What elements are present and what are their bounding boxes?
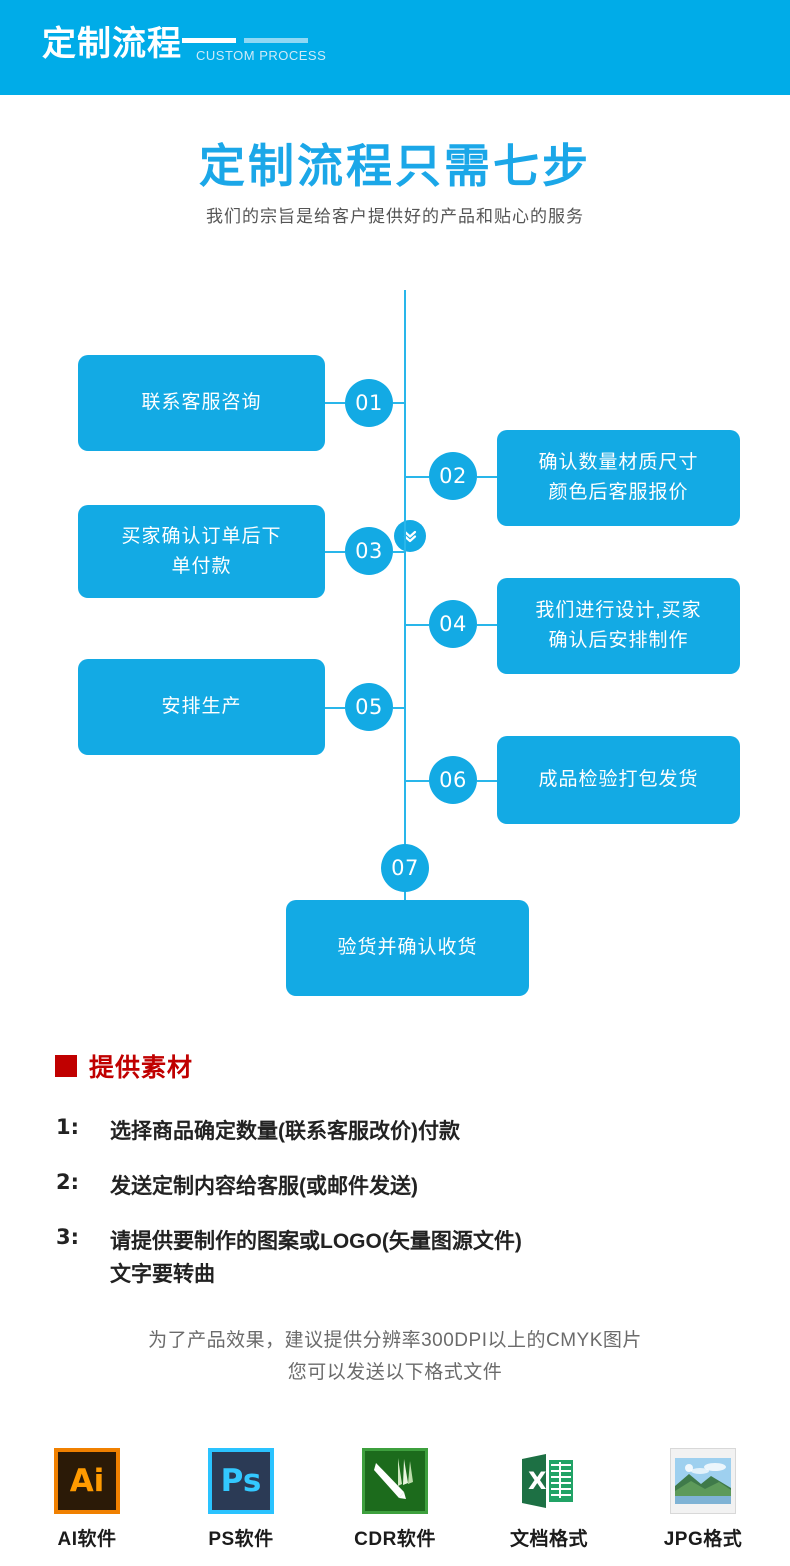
flow-step-box-06: 成品检验打包发货 <box>497 736 740 824</box>
materials-note: 为了产品效果，建议提供分辨率300DPI以上的CMYK图片 您可以发送以下格式文… <box>0 1325 790 1389</box>
svg-text:X: X <box>528 1467 547 1495</box>
page-header-bar: 定制流程 CUSTOM PROCESS <box>0 0 790 95</box>
dash-white <box>182 38 236 43</box>
material-item-text-line2: 文字要转曲 <box>110 1263 215 1286</box>
page-title: 定制流程只需七步 <box>199 139 591 193</box>
connector-03-box <box>325 551 345 553</box>
dash-light-blue <box>244 38 308 43</box>
flow-step-badge-01: 01 <box>345 379 393 427</box>
excel-icon-glyph: X <box>522 1454 576 1508</box>
connector-06-axis <box>404 780 429 782</box>
materials-note-line2: 您可以发送以下格式文件 <box>287 1362 503 1383</box>
materials-note-line1: 为了产品效果，建议提供分辨率300DPI以上的CMYK图片 <box>148 1330 642 1351</box>
excel-icon: X <box>516 1448 582 1514</box>
flow-step-label-01: 联系客服咨询 <box>141 392 262 413</box>
coreldraw-balloon-icon <box>374 1458 413 1499</box>
material-item-number: 2: <box>56 1170 80 1194</box>
connector-04-axis <box>404 624 429 626</box>
flow-step-label-02: 确认数量材质尺寸 颜色后客服报价 <box>538 452 699 503</box>
flow-step-label-05: 安排生产 <box>161 696 242 717</box>
materials-list: 1: 选择商品确定数量(联系客服改价)付款 2: 发送定制内容给客服(或邮件发送… <box>56 1115 756 1313</box>
flow-step-box-04: 我们进行设计,买家 确认后安排制作 <box>497 578 740 674</box>
flow-step-box-03: 买家确认订单后下 单付款 <box>78 505 325 598</box>
format-label-doc: 文档格式 <box>509 1529 588 1550</box>
format-item-cdr: CDR软件 <box>340 1448 450 1551</box>
flow-step-badge-07: 07 <box>381 844 429 892</box>
flow-step-label-03: 买家确认订单后下 单付款 <box>121 525 282 577</box>
flow-step-box-01: 联系客服咨询 <box>78 355 325 451</box>
connector-03-axis <box>393 551 406 553</box>
material-item-number: 1: <box>56 1115 80 1139</box>
process-flow-diagram: 联系客服咨询 01 确认数量材质尺寸 颜色后客服报价 02 买家确认订单后下 单… <box>0 255 790 1015</box>
photo-image-icon-glyph <box>675 1458 731 1504</box>
double-chevron-down-icon <box>403 530 417 543</box>
connector-05-box <box>325 707 345 709</box>
illustrator-icon-glyph: Ai <box>54 1448 120 1514</box>
photoshop-icon: Ps <box>208 1448 274 1514</box>
connector-02-axis <box>404 476 429 478</box>
material-item-text: 发送定制内容给客服(或邮件发送) <box>110 1175 418 1198</box>
connector-01-box <box>325 402 345 404</box>
materials-section-header: 提供素材 <box>55 1048 193 1084</box>
flow-step-box-05: 安排生产 <box>78 659 325 755</box>
list-item: 3: 请提供要制作的图案或LOGO(矢量图源文件) 文字要转曲 <box>56 1225 756 1291</box>
connector-02-box <box>477 476 497 478</box>
flow-step-label-04: 我们进行设计,买家 确认后安排制作 <box>535 600 702 651</box>
flow-step-badge-05: 05 <box>345 683 393 731</box>
flow-step-label-06: 成品检验打包发货 <box>538 769 699 790</box>
materials-section-title: 提供素材 <box>89 1054 194 1082</box>
format-item-jpg: JPG格式 <box>648 1448 758 1551</box>
header-title: 定制流程 <box>42 24 182 64</box>
red-square-bullet-icon <box>55 1055 77 1077</box>
header-title-group: 定制流程 <box>42 24 310 64</box>
material-item-number: 3: <box>56 1225 80 1249</box>
illustrator-icon: Ai <box>54 1448 120 1514</box>
coreldraw-icon <box>362 1448 428 1514</box>
format-label-jpg: JPG格式 <box>663 1529 743 1550</box>
flow-step-badge-06: 06 <box>429 756 477 804</box>
photo-image-icon <box>670 1448 736 1514</box>
material-item-text: 请提供要制作的图案或LOGO(矢量图源文件) 文字要转曲 <box>110 1225 522 1291</box>
flow-step-label-07: 验货并确认收货 <box>337 937 478 958</box>
list-item: 1: 选择商品确定数量(联系客服改价)付款 <box>56 1115 756 1148</box>
format-item-doc: X 文档格式 <box>494 1448 604 1551</box>
flow-step-badge-03: 03 <box>345 527 393 575</box>
format-item-ai: Ai AI软件 <box>32 1448 142 1551</box>
flow-step-box-07: 验货并确认收货 <box>286 900 529 996</box>
format-item-ps: Ps PS软件 <box>186 1448 296 1551</box>
page-subtitle: 我们的宗旨是给客户提供好的产品和贴心的服务 <box>206 207 584 226</box>
connector-01-axis <box>393 402 406 404</box>
flow-step-badge-02: 02 <box>429 452 477 500</box>
format-label-ai: AI软件 <box>57 1529 117 1550</box>
format-label-cdr: CDR软件 <box>354 1529 436 1550</box>
flow-vertical-axis <box>404 290 406 910</box>
list-item: 2: 发送定制内容给客服(或邮件发送) <box>56 1170 756 1203</box>
header-dash-decoration <box>182 24 310 64</box>
connector-05-axis <box>393 707 406 709</box>
flow-step-badge-04: 04 <box>429 600 477 648</box>
format-label-ps: PS软件 <box>208 1529 274 1550</box>
flow-start-circle <box>394 520 426 552</box>
photoshop-icon-glyph: Ps <box>208 1448 274 1514</box>
file-format-list: Ai AI软件 Ps PS软件 CDR软件 <box>0 1448 790 1551</box>
material-item-text: 选择商品确定数量(联系客服改价)付款 <box>110 1120 460 1143</box>
flow-step-box-02: 确认数量材质尺寸 颜色后客服报价 <box>497 430 740 526</box>
material-item-text-line1: 请提供要制作的图案或LOGO(矢量图源文件) <box>110 1230 522 1253</box>
header-subtitle: CUSTOM PROCESS <box>196 48 327 63</box>
connector-04-box <box>477 624 497 626</box>
connector-06-box <box>477 780 497 782</box>
